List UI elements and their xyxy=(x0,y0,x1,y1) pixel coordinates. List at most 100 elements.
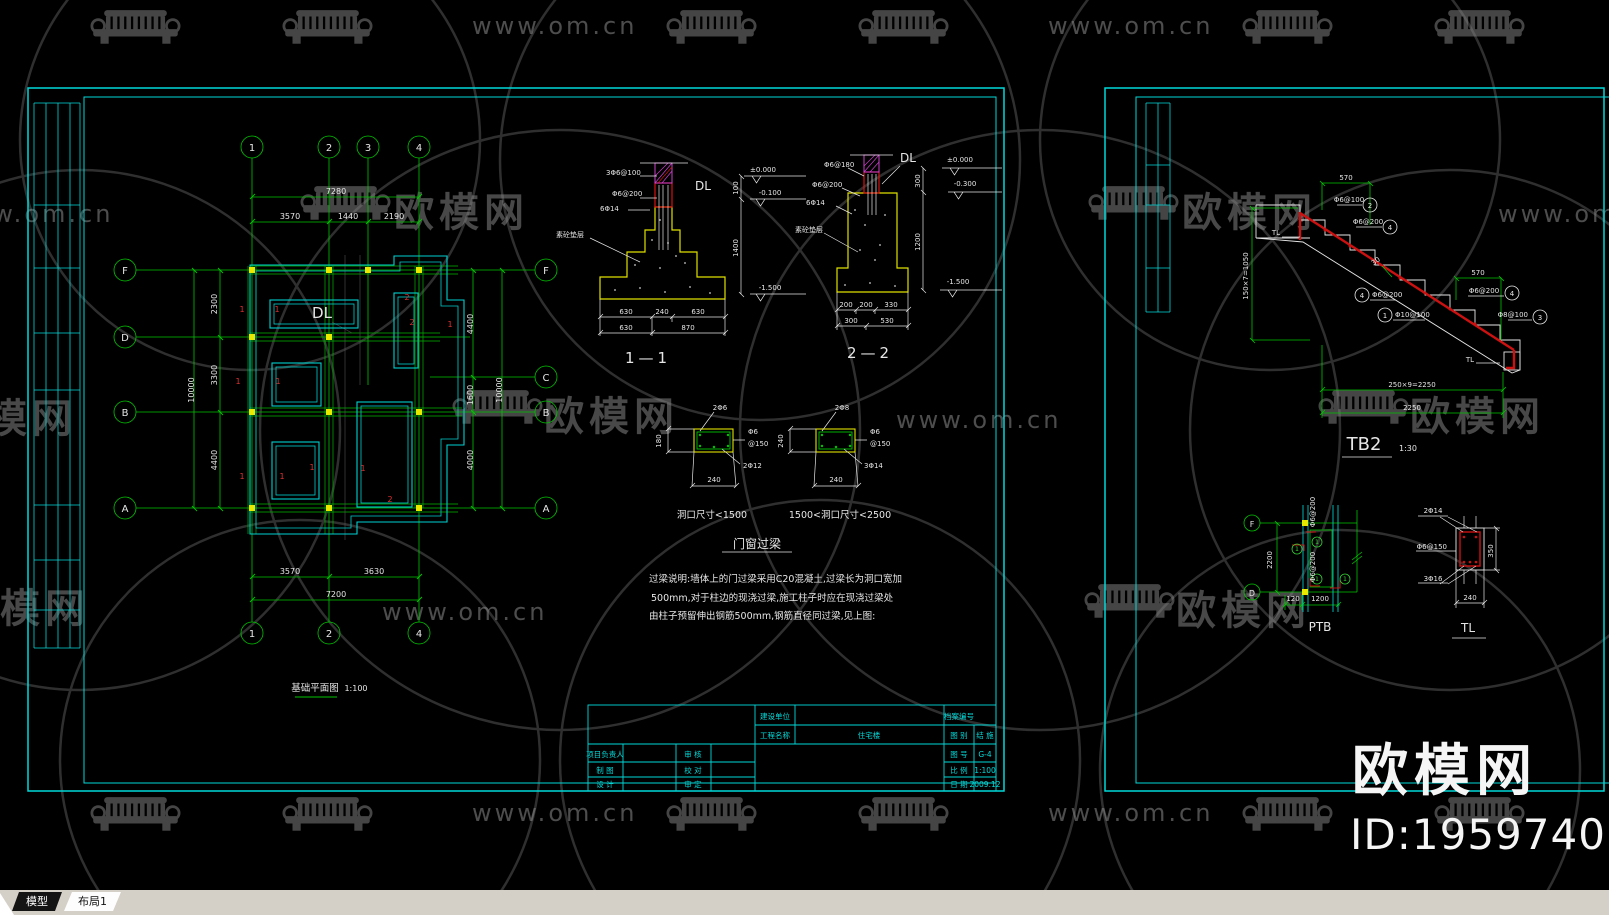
plan-dim-right-total: 10000 xyxy=(495,377,504,402)
stair-tl-label: TL xyxy=(1465,356,1474,364)
watermark-brand-text: 欧模网 xyxy=(0,586,90,632)
ptb-detail xyxy=(1243,505,1363,612)
grid-rows-right-3: A xyxy=(543,504,550,515)
0-text: Φ6@100 xyxy=(1334,196,1364,204)
sofa-logo-icon xyxy=(90,796,181,832)
arc-watermark xyxy=(1098,528,1582,915)
title-block-project-value: 住宅楼 xyxy=(858,730,881,740)
watermark-brand-text: 欧模网 xyxy=(1182,190,1317,236)
dims-bottom-1: 1200 xyxy=(1311,595,1329,603)
column-marker xyxy=(249,409,255,415)
1-l2: 校 对 xyxy=(684,765,702,775)
bottom-dims-0: 630 xyxy=(619,308,632,316)
stair-dim-left: 150×7=1050 xyxy=(1242,252,1250,299)
1-label: 图 号 xyxy=(950,750,967,759)
grid-cols-top-3: 4 xyxy=(416,143,422,154)
2-l2: 审 定 xyxy=(684,779,702,789)
column-marker xyxy=(416,267,422,273)
sofa-logo-icon xyxy=(282,9,373,45)
3-no: 1 xyxy=(1383,312,1387,320)
large-caption: 1500<洞口尺寸<2500 xyxy=(789,509,891,521)
title-block-project-label: 工程名称 xyxy=(760,730,790,740)
plan-scale: 1:100 xyxy=(344,684,367,693)
dims-right-0: 4400 xyxy=(466,314,475,334)
lintel-title: 门窗过梁 xyxy=(733,536,781,551)
3-text: Φ10@100 xyxy=(1395,311,1430,319)
sofa-logo-icon xyxy=(1242,796,1333,832)
sofa-logo-icon xyxy=(1434,9,1525,45)
note-lines-0: 过梁说明:墙体上的门过梁采用C20混凝土,过梁长为洞口宽加 xyxy=(649,573,902,585)
section-2-2 xyxy=(823,154,1002,330)
pad-marks-11: 2 xyxy=(409,318,414,327)
column-marker xyxy=(249,505,255,511)
side-dims-1: 1400 xyxy=(732,239,740,257)
stair-slab-thickness: 30 xyxy=(1370,256,1382,268)
plan-column-markers xyxy=(249,267,422,511)
grid-rows-left-3: A xyxy=(122,504,129,515)
title-block xyxy=(587,704,997,792)
dims-bottom-0: 3570 xyxy=(280,567,300,576)
pad-marks-8: 1 xyxy=(309,463,314,472)
grid-cols-top-2: 3 xyxy=(365,143,371,154)
plan-construction-lines xyxy=(331,255,361,540)
side-dims-0: 100 xyxy=(732,181,740,194)
sofa-logo-icon xyxy=(666,796,757,832)
section-1-1 xyxy=(589,162,806,336)
sofa-logo-icon xyxy=(1318,389,1409,425)
sofa-logo-icon xyxy=(858,796,949,832)
column-marker xyxy=(249,334,255,340)
plan-title: 基础平面图 xyxy=(291,682,339,694)
tl-stirrup: Φ6@150 xyxy=(1417,543,1447,551)
watermark-brand-text: 欧模网 xyxy=(1176,588,1311,634)
column-marker xyxy=(326,334,332,340)
pad-marks-1: 1 xyxy=(274,305,279,314)
watermark-url-text: www.om.cn xyxy=(472,799,637,827)
arc-watermark xyxy=(1038,0,1502,372)
5-no: 3 xyxy=(1538,314,1542,322)
dims-right-1: 1600 xyxy=(466,385,475,405)
stair-tl-label: TL xyxy=(1271,229,1280,237)
sheet-tab-bar: 模型 布局1 xyxy=(0,890,1609,915)
4-no: 4 xyxy=(1510,290,1515,298)
watermark-url-text: www.om.cn xyxy=(0,200,113,228)
small-stirrup: Φ6 xyxy=(748,428,759,436)
section-1-1-label: 1—1 xyxy=(625,349,671,367)
note-lines-1: 500mm,对于柱边的现浇过梁,施工柱子时应在现浇过梁处 xyxy=(651,592,894,604)
2-text: Φ6@200 xyxy=(1372,291,1402,299)
sofa-logo-icon xyxy=(90,9,181,45)
stair-scale: 1:30 xyxy=(1399,444,1417,453)
watermark-url-text: www.om.cn xyxy=(1048,799,1213,827)
column-marker xyxy=(365,267,371,273)
rebar-notes-2: 6Φ14 xyxy=(806,199,825,207)
section-2-2-dl: DL xyxy=(900,151,916,165)
column-marker xyxy=(249,267,255,273)
side-dims-0: 300 xyxy=(914,174,922,187)
elevations-0: ±0.000 xyxy=(750,166,776,174)
ptb-grid-bottom: D xyxy=(1249,589,1255,598)
tl-label: TL xyxy=(1460,621,1475,635)
ptb-grid-top: F xyxy=(1250,520,1255,529)
arc-watermark xyxy=(58,518,542,915)
column-marker xyxy=(416,409,422,415)
tab-model[interactable]: 模型 xyxy=(12,892,62,911)
concrete-dots xyxy=(844,209,896,287)
plan-dim-left-total: 10000 xyxy=(187,377,196,402)
small-bottom-bar: 2Φ12 xyxy=(743,462,762,470)
dims-right-2: 4000 xyxy=(466,450,475,470)
watermark-brand-text: 欧模网 xyxy=(544,394,679,440)
dims-left-0: 2300 xyxy=(210,294,219,314)
watermark-url-text: www.om.cn xyxy=(896,406,1061,434)
grid-rows-right-2: B xyxy=(543,408,550,419)
grid-rows-right-0: F xyxy=(543,266,549,277)
bottom-dims2-1: 870 xyxy=(681,324,694,332)
marks-0: 1 xyxy=(1295,545,1299,553)
4-text: Φ6@200 xyxy=(1469,287,1499,295)
grid-rows-left-2: B xyxy=(122,408,129,419)
watermark-url-text: www.om.cn xyxy=(382,598,547,626)
grid-cols-bottom-0: 1 xyxy=(249,629,255,640)
watermark-url-text: www.om.cn xyxy=(472,12,637,40)
watermark-brand-large: 欧模网 xyxy=(1352,739,1538,804)
tab-layout1[interactable]: 布局1 xyxy=(64,892,121,911)
